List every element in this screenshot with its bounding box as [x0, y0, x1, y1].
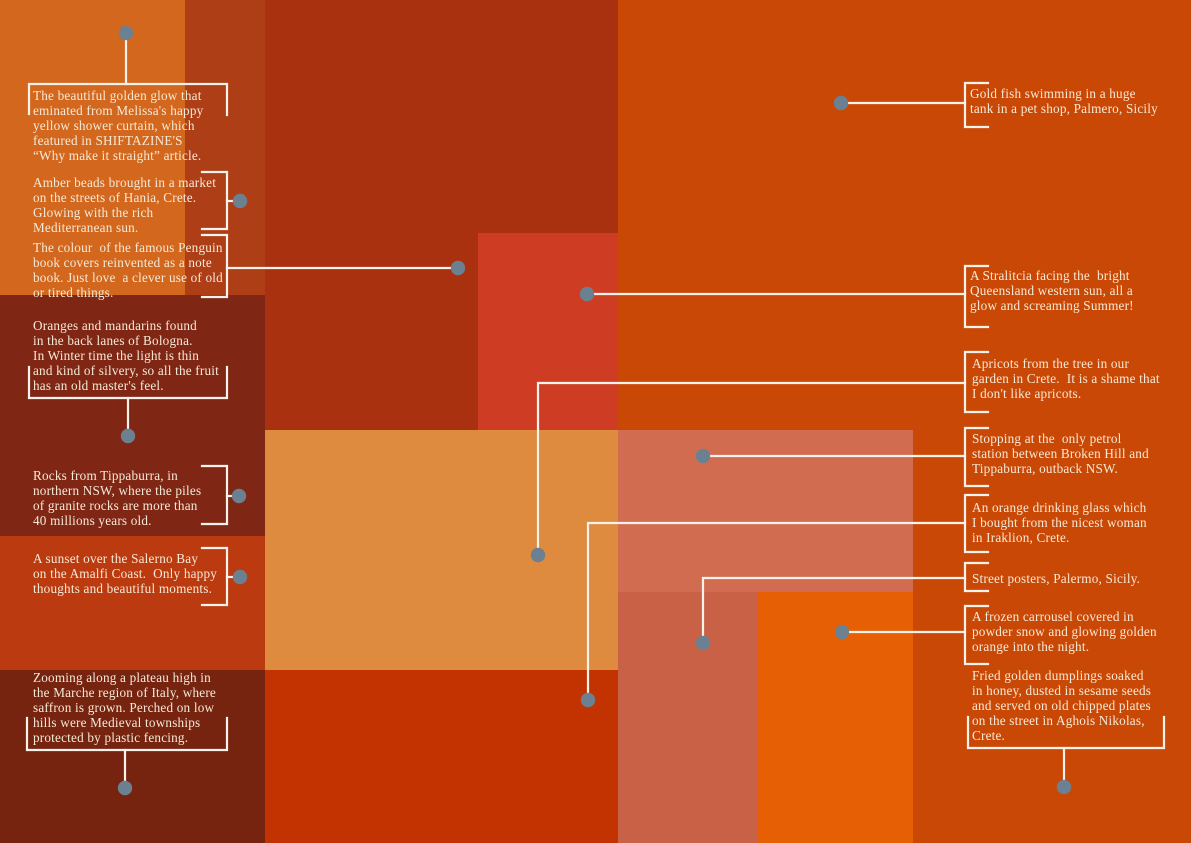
note-fried-dumplings-crete-bracket — [966, 715, 1166, 750]
note-street-posters-palermo-text: Street posters, Palermo, Sicily. — [972, 571, 1141, 586]
note-marche-plateau-saffron-dot-marker[interactable] — [117, 780, 133, 796]
note-frozen-carousel-text: A frozen carrousel covered in powder sno… — [972, 609, 1157, 655]
note-apricots-crete-text: Apricots from the tree in our garden in … — [972, 356, 1160, 402]
note-petrol-station-nsw-text: Stopping at the only petrol station betw… — [972, 431, 1149, 477]
note-sunset-salerno-bay-text: A sunset over the Salerno Bay on the Ama… — [33, 551, 218, 597]
block-bright-red — [478, 233, 618, 430]
note-goldfish-palermo-text: Gold fish swimming in a huge tank in a p… — [970, 86, 1158, 117]
note-melissa-shower-curtain-bracket — [27, 82, 229, 117]
note-orange-glass-iraklion-dot-marker[interactable] — [580, 692, 596, 708]
block-middle-orange — [265, 430, 618, 670]
note-apricots-crete-dot-marker[interactable] — [530, 547, 546, 563]
block-top-rust-column — [185, 0, 265, 295]
note-rocks-tippaburra-bracket — [200, 464, 229, 526]
note-rocks-tippaburra-text: Rocks from Tippaburra, in northern NSW, … — [33, 468, 202, 529]
note-orange-glass-iraklion-text: An orange drinking glass which I bought … — [972, 500, 1147, 546]
note-frozen-carousel-bracket — [963, 604, 990, 666]
note-apricots-crete-connector-line — [536, 381, 967, 549]
note-rocks-tippaburra-dot-marker[interactable] — [231, 488, 247, 504]
note-penguin-book-covers-dot-marker[interactable] — [450, 260, 466, 276]
block-top-left-orange — [0, 0, 185, 295]
note-goldfish-palermo-dot-marker[interactable] — [833, 95, 849, 111]
block-left-maroon — [0, 295, 265, 536]
note-sunset-salerno-bay-dot-marker[interactable] — [232, 569, 248, 585]
note-goldfish-palermo-bracket — [963, 81, 990, 129]
note-melissa-shower-curtain-dot-marker[interactable] — [118, 25, 134, 41]
note-frozen-carousel-dot-marker[interactable] — [834, 624, 850, 640]
note-petrol-station-nsw-dot-marker[interactable] — [695, 448, 711, 464]
note-marche-plateau-saffron-bracket — [25, 716, 229, 752]
note-penguin-book-covers-bracket — [200, 233, 229, 299]
block-left-dark-maroon — [0, 670, 265, 843]
note-penguin-book-covers-text: The colour of the famous Penguin book co… — [33, 240, 223, 301]
note-fried-dumplings-crete-text: Fried golden dumplings soaked in honey, … — [972, 668, 1152, 744]
note-oranges-bologna-dot-marker[interactable] — [120, 428, 136, 444]
note-fried-dumplings-crete-dot-marker[interactable] — [1056, 779, 1072, 795]
note-oranges-bologna-text: Oranges and mandarins found in the back … — [33, 318, 220, 394]
note-street-posters-palermo-dot-marker[interactable] — [695, 635, 711, 651]
note-melissa-shower-curtain-text: The beautiful golden glow that eminated … — [33, 88, 204, 164]
note-amber-beads-hania-text: Amber beads brought in a market on the s… — [33, 175, 217, 236]
note-amber-beads-hania-dot-marker[interactable] — [232, 193, 248, 209]
note-stralitcia-queensland-text: A Stralitcia facing the bright Queenslan… — [970, 268, 1134, 314]
block-bottom-middle-red-orange — [265, 670, 618, 843]
note-stralitcia-queensland-bracket — [963, 264, 990, 329]
note-marche-plateau-saffron-text: Zooming along a plateau high in the Marc… — [33, 670, 216, 746]
block-left-rust — [0, 536, 265, 670]
note-stralitcia-queensland-dot-marker[interactable] — [579, 286, 595, 302]
note-street-posters-palermo-connector-line — [701, 576, 967, 638]
note-orange-glass-iraklion-connector-line — [586, 521, 967, 694]
